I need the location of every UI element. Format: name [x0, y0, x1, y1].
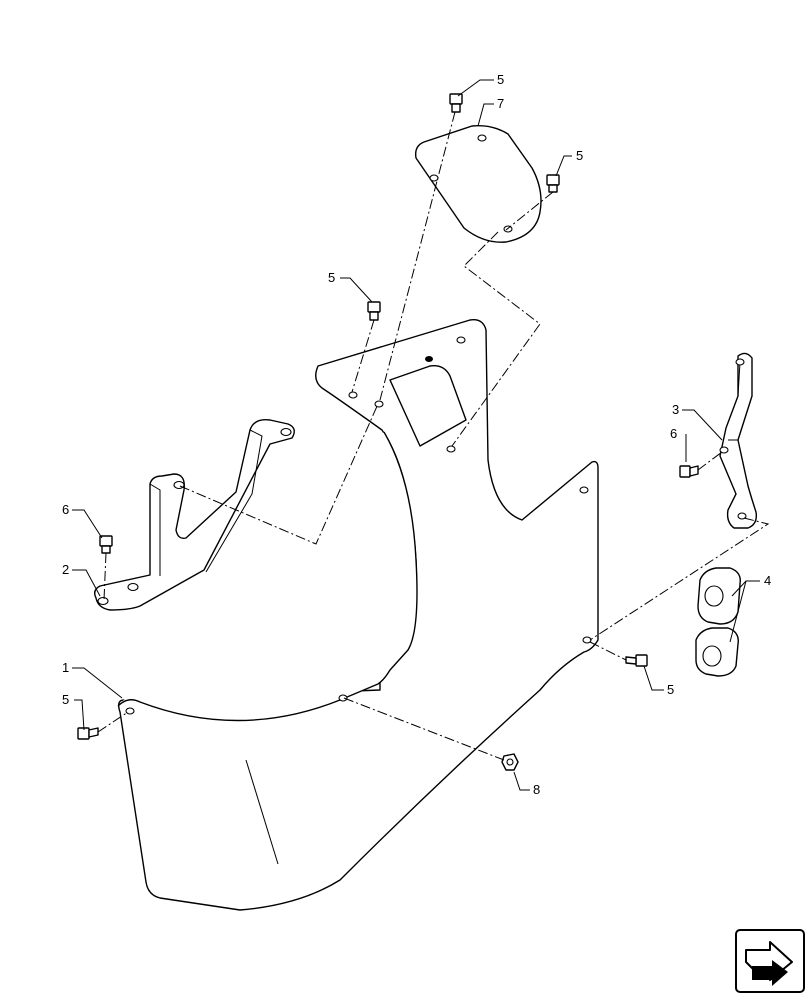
callout-part-6-left: 6	[62, 502, 69, 517]
callout-part-5-left: 5	[62, 692, 69, 707]
callout-part-4: 4	[764, 573, 771, 588]
nut-8[interactable]	[501, 753, 519, 771]
part-2-left-bracket[interactable]	[93, 419, 295, 611]
part-7-cover-plate[interactable]	[414, 124, 542, 243]
callout-part-6-right: 6	[670, 426, 677, 441]
assembly-lines	[97, 111, 770, 761]
callout-part-7: 7	[497, 96, 504, 111]
callout-part-5-top: 5	[497, 72, 504, 87]
leader-lines	[72, 79, 760, 791]
bolt-5-left[interactable]	[77, 727, 99, 740]
next-page-arrow-icon[interactable]	[735, 929, 805, 993]
part-1-shield-panel[interactable]	[117, 319, 599, 911]
callout-labels: 1 2 3 4 5 5 5 5 5 6 6 7 8	[62, 72, 771, 797]
part-3-right-bracket[interactable]	[719, 352, 758, 529]
bolt-5-mid[interactable]	[367, 301, 381, 321]
callout-part-1: 1	[62, 660, 69, 675]
part-4-spacers[interactable]	[695, 567, 741, 677]
bolt-5-cover-right[interactable]	[546, 174, 560, 193]
callout-part-5-right: 5	[667, 682, 674, 697]
bolt-5-right[interactable]	[625, 654, 648, 667]
callout-part-5-mid: 5	[328, 270, 335, 285]
callout-part-8: 8	[533, 782, 540, 797]
bolt-6-left[interactable]	[99, 535, 113, 554]
bolt-6-right[interactable]	[679, 465, 699, 478]
callout-part-3: 3	[672, 402, 679, 417]
bolt-5-top-cover[interactable]	[449, 93, 463, 113]
callout-part-2: 2	[62, 562, 69, 577]
callout-part-5-cover: 5	[576, 148, 583, 163]
